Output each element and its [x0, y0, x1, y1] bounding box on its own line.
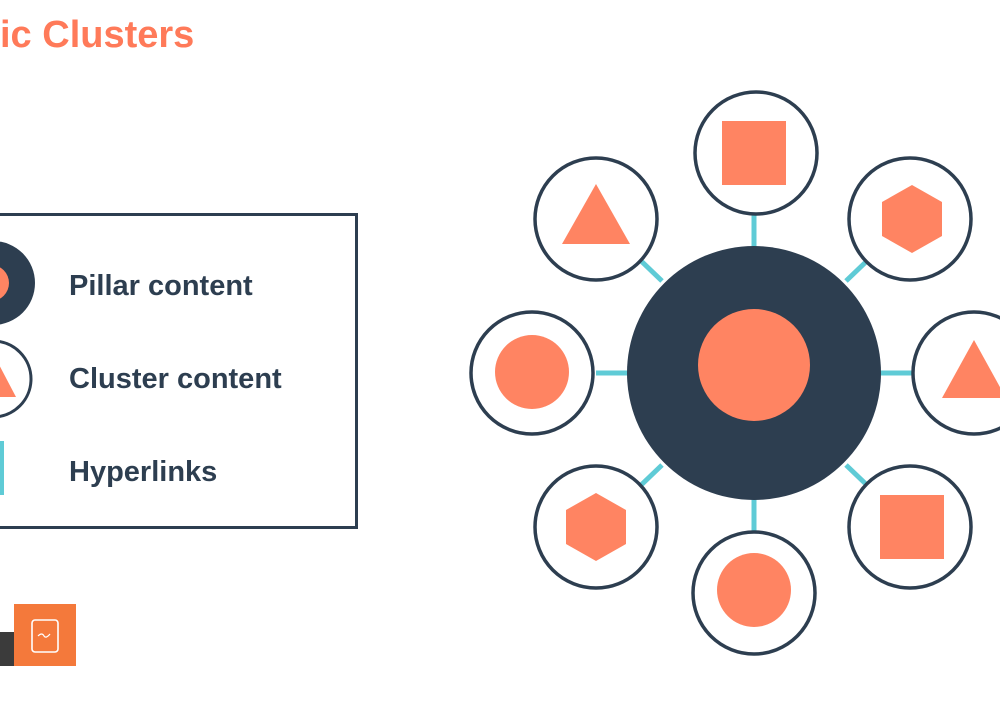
- pillar-inner-circle: [698, 309, 810, 421]
- page-title: ic Clusters: [0, 14, 195, 56]
- hexagon-icon: [882, 185, 942, 253]
- cluster-node-bottom-left: [533, 464, 659, 590]
- tablet-icon: [31, 619, 59, 653]
- circle-icon: [717, 553, 791, 627]
- legend: Pillar content Cluster content Hyperlink…: [0, 213, 358, 529]
- hyperlink-bar-icon: [0, 441, 4, 495]
- cluster-node-top-left: [533, 156, 659, 282]
- square-icon: [880, 495, 944, 559]
- triangle-icon: [942, 340, 1000, 398]
- connector-top-left: [636, 256, 664, 283]
- hexagon-icon: [566, 493, 626, 561]
- cluster-node-top: [693, 90, 819, 216]
- cluster-node-right: [911, 310, 1000, 436]
- pillar-circle-icon: [0, 241, 35, 325]
- triangle-icon: [562, 184, 630, 244]
- cluster-triangle-icon: [0, 340, 33, 418]
- connector-bottom-left: [636, 463, 664, 490]
- cluster-node-bottom: [691, 530, 817, 656]
- legend-label-hyperlinks: Hyperlinks: [69, 456, 218, 488]
- cluster-node-top-right: [847, 156, 973, 282]
- circle-icon: [495, 335, 569, 409]
- legend-label-pillar: Pillar content: [69, 270, 253, 302]
- legend-label-cluster: Cluster content: [69, 363, 282, 395]
- square-icon: [722, 121, 786, 185]
- cluster-node-bottom-right: [847, 464, 973, 590]
- cluster-node-left: [469, 310, 595, 436]
- footer-logo: [0, 604, 76, 666]
